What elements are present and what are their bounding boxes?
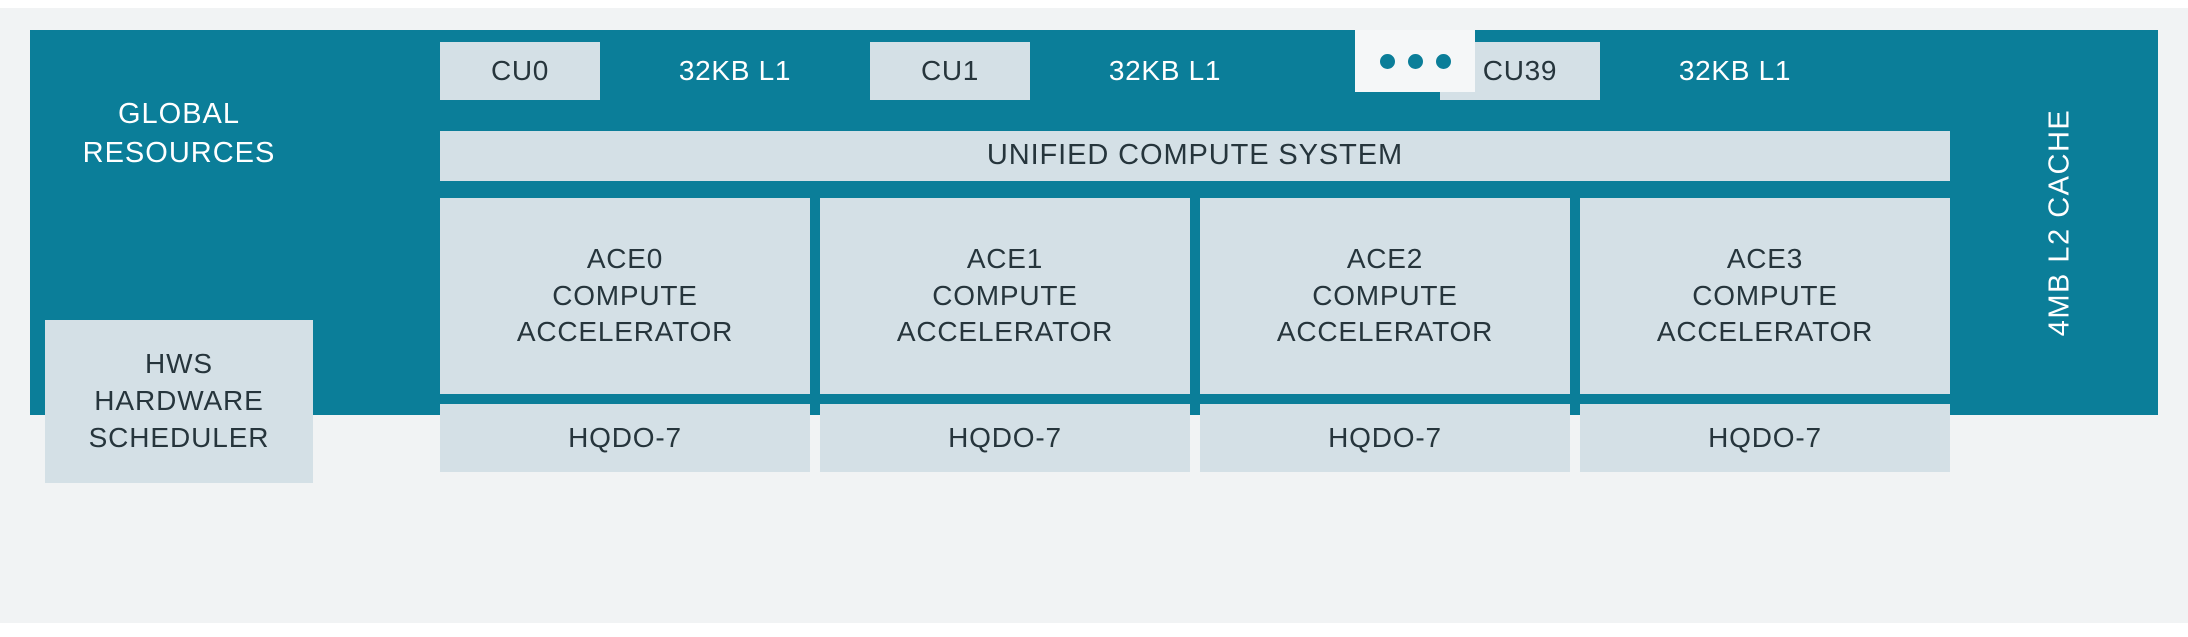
ellipsis-dot-1 <box>1379 53 1395 69</box>
ace-column-2: ACE2 COMPUTE ACCELERATOR HQDO-7 <box>1200 198 1570 472</box>
compute-unit-cell-1: CU1 32KB L1 <box>870 42 1300 100</box>
ellipsis-dot-2 <box>1407 53 1423 69</box>
unified-compute-system-bar: UNIFIED COMPUTE SYSTEM <box>440 131 1950 181</box>
hqd-box-0: HQDO-7 <box>440 404 810 472</box>
compute-unit-chip-cu0: CU0 <box>440 42 600 100</box>
l2-cache-block: 4MB L2 CACHE <box>1962 30 2158 415</box>
hqd-box-2: HQDO-7 <box>1200 404 1570 472</box>
compute-unit-l1-cu39: 32KB L1 <box>1678 55 1792 86</box>
ace-column-0: ACE0 COMPUTE ACCELERATOR HQDO-7 <box>440 198 810 472</box>
ace-column-3: ACE3 COMPUTE ACCELERATOR HQDO-7 <box>1580 198 1950 472</box>
global-resources-label: GLOBAL RESOURCES <box>82 98 276 170</box>
ace-box-0: ACE0 COMPUTE ACCELERATOR <box>440 198 810 394</box>
compute-unit-cell-0: CU0 32KB L1 <box>440 42 870 100</box>
ace-row: ACE0 COMPUTE ACCELERATOR HQDO-7 ACE1 COM… <box>440 198 1950 472</box>
ace-column-1: ACE1 COMPUTE ACCELERATOR HQDO-7 <box>820 198 1190 472</box>
compute-unit-cell-39: CU39 32KB L1 <box>1440 42 1870 100</box>
compute-unit-chip-cu1: CU1 <box>870 42 1030 100</box>
compute-unit-row: CU0 32KB L1 CU1 32KB L1 CU39 32KB L1 <box>440 40 1950 102</box>
hqd-box-1: HQDO-7 <box>820 404 1190 472</box>
hws-hardware-scheduler-box: HWS HARDWARE SCHEDULER <box>45 320 313 483</box>
ace-box-3: ACE3 COMPUTE ACCELERATOR <box>1580 198 1950 394</box>
ace-box-1: ACE1 COMPUTE ACCELERATOR <box>820 198 1190 394</box>
ace-box-2: ACE2 COMPUTE ACCELERATOR <box>1200 198 1570 394</box>
compute-unit-l1-cu0: 32KB L1 <box>678 55 792 86</box>
hqd-box-3: HQDO-7 <box>1580 404 1950 472</box>
ellipsis-dot-3 <box>1435 53 1451 69</box>
l2-cache-label: 4MB L2 CACHE <box>2043 108 2076 337</box>
ellipsis-icon <box>1355 30 1475 92</box>
compute-unit-l1-cu1: 32KB L1 <box>1108 55 1222 86</box>
